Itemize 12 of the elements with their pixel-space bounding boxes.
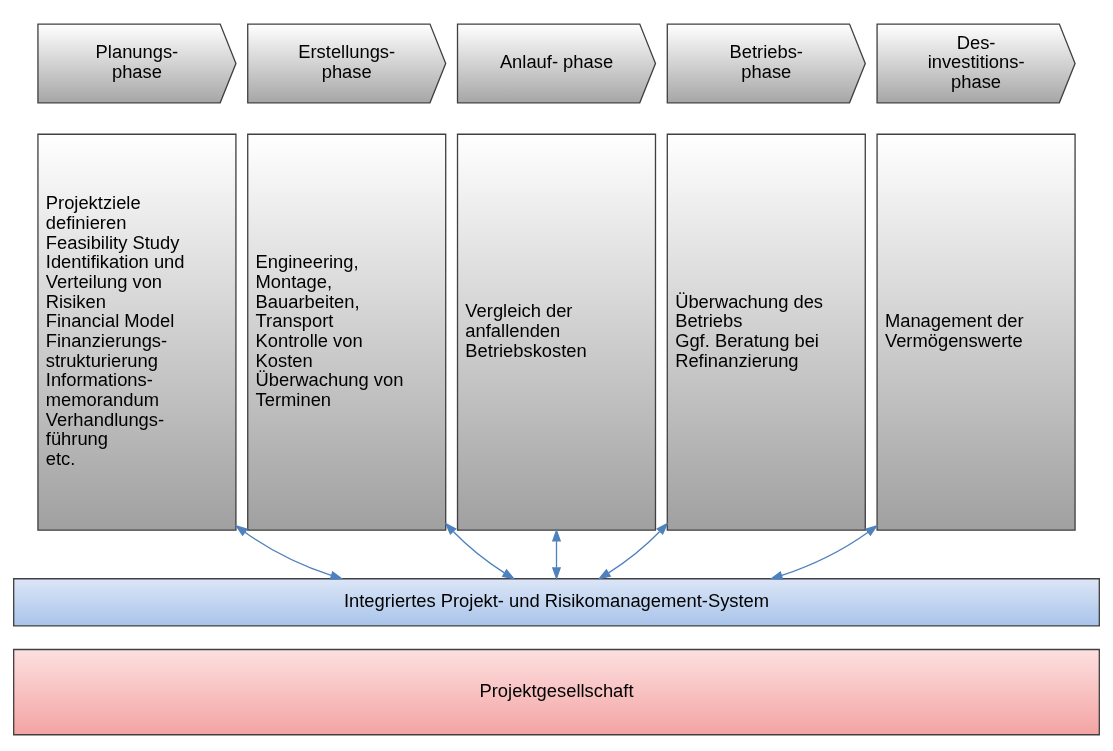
node-box: Vergleich der anfallenden Betriebskosten [456,133,657,531]
arrow [444,522,516,580]
node-box: Integriertes Projekt- und Risikomanagement-System [13,578,1100,627]
node-box: Überwachung des Betriebs Ggf. Beratung bei Refinanzierung [666,133,866,531]
arrow [234,524,344,580]
arrow [597,522,669,580]
node-box: Projektgesellschaft [13,648,1100,736]
node-box: Management der Vermögenswerte [876,133,1076,531]
node-box: Engineering, Montage, Bauarbeiten, Transport Kontrolle von Kosten Überwachung von Terminen [247,133,447,531]
arrow [551,528,562,581]
arrow [769,524,879,580]
node-box: Projektziele definieren Feasibility Study Identifikation und Verteilung von Risiken Financial Model Finanzierungs- strukturierung Informations- memorandum Verhandlungs- führung etc. [37,133,237,531]
